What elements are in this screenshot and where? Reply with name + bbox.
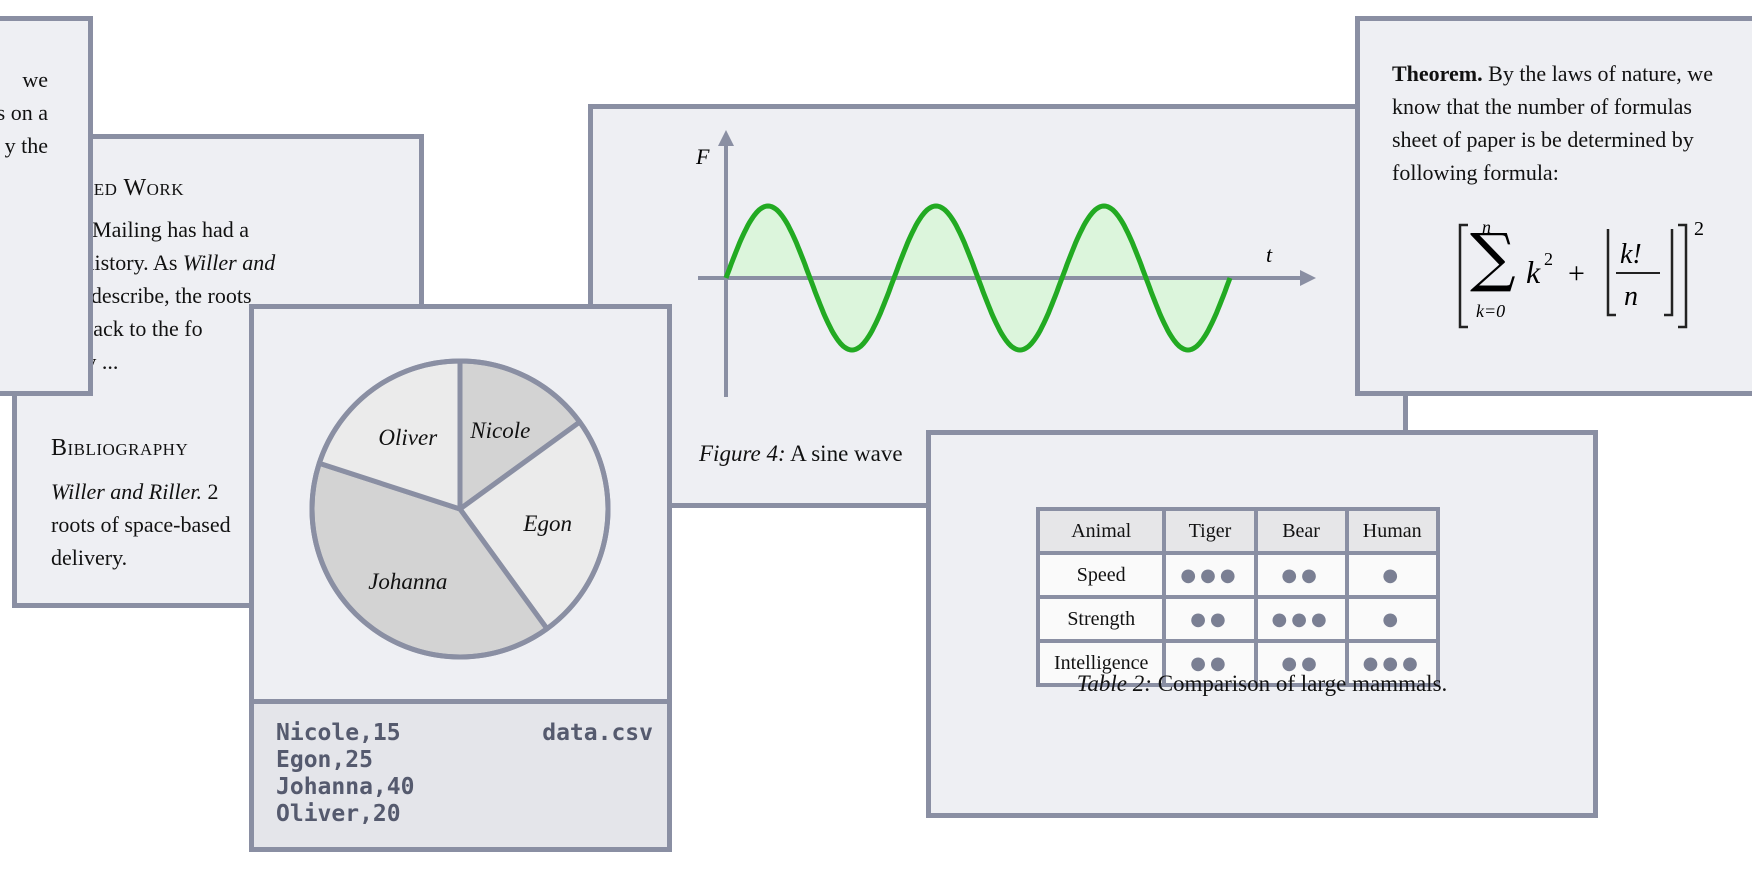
figure-caption: Figure 4: A sine wave [699, 441, 903, 467]
numerator: k! [1620, 239, 1642, 270]
related-work-fragment: Willer and [182, 250, 276, 275]
related-work-line: ce Mailing has had a [67, 217, 249, 243]
clipped-text-card: we s on a y the [0, 16, 93, 396]
table-caption-label: Table 2: [1076, 671, 1152, 696]
related-work-line: er describe, the roots [67, 283, 252, 309]
pie-label: Johanna [368, 569, 447, 594]
k-exponent: 2 [1544, 249, 1553, 269]
rating-dots: ●● [1257, 555, 1345, 595]
bibliography-line: delivery. [51, 545, 127, 571]
rating-dots: ●● [1166, 599, 1254, 639]
figure-caption-text: A sine wave [790, 441, 903, 466]
rating-dots: ●● [1166, 643, 1254, 683]
sine-curve [723, 203, 1233, 353]
csv-filename: data.csv [542, 720, 653, 746]
sum-upper: n [1482, 217, 1491, 237]
sine-plot: F t [695, 130, 1316, 397]
table-header-cell: Bear [1257, 511, 1345, 551]
bibliography-fragment: roots of space-based [51, 512, 231, 537]
theorem-line: By the laws of nature, we [1488, 61, 1713, 86]
theorem-card: Theorem. By the laws of nature, we know … [1355, 16, 1752, 396]
table-row: Intelligence●●●●●●● [1040, 643, 1436, 683]
x-axis-arrow [1300, 270, 1316, 286]
table-caption: Table 2: Comparison of large mammals. [931, 671, 1593, 697]
bibliography-line: roots of space-based [51, 512, 231, 538]
rating-dots: ●●● [1257, 599, 1345, 639]
pie-label: Oliver [378, 425, 438, 450]
rating-dots: ● [1348, 599, 1436, 639]
bibliography-heading: Bibliography [51, 435, 189, 461]
related-work-fragment: describe, the roots [85, 283, 252, 308]
y-axis-label: F [695, 144, 710, 169]
table-caption-text: Comparison of large mammals. [1157, 671, 1448, 696]
clipped-text: we s on a y the [0, 63, 48, 162]
rating-dots: ●● [1257, 643, 1345, 683]
sum-lower: k=0 [1476, 301, 1505, 321]
bibliography-line: Willer and Riller. 2 [51, 479, 218, 505]
clipped-line: y the [4, 133, 48, 158]
theorem-line: know that the number of formulas [1392, 94, 1692, 119]
csv-line: Egon,25 [276, 747, 373, 773]
table-body: Speed●●●●●●Strength●●●●●●Intelligence●●●… [1040, 555, 1436, 683]
rating-dots: ● [1348, 555, 1436, 595]
theorem-label: Theorem. [1392, 61, 1483, 86]
bibliography-fragment: delivery. [51, 545, 128, 570]
clipped-line: we [22, 67, 48, 92]
table-row-label: Strength [1040, 599, 1163, 639]
csv-lines: Nicole,15 Egon,25 Johanna,40 Oliver,20 [276, 720, 414, 828]
table-header-cell: Tiger [1166, 511, 1254, 551]
rating-dots: ●●● [1166, 555, 1254, 595]
k-term: k [1526, 254, 1541, 290]
rating-dots: ●●● [1348, 643, 1436, 683]
related-work-fragment: ce Mailing has had a [67, 217, 250, 242]
table-row: Strength●●●●●● [1040, 599, 1436, 639]
table-row: Speed●●●●●● [1040, 555, 1436, 595]
clipped-line: s on a [0, 100, 48, 125]
theorem-formula: ∑ n k=0 k 2 + k! n 2 [1458, 217, 1704, 329]
bibliography-fragment: 2 [201, 479, 219, 504]
table-header-cell: Human [1348, 511, 1436, 551]
table-row-label: Speed [1040, 555, 1163, 595]
plus-sign: + [1568, 257, 1585, 290]
sum-symbol: ∑ [1470, 221, 1516, 295]
outer-exponent: 2 [1694, 218, 1704, 240]
denominator: n [1624, 281, 1638, 312]
pie-outline [309, 358, 611, 660]
table-row-label: Intelligence [1040, 643, 1163, 683]
figure-caption-label: Figure 4: [699, 441, 786, 466]
csv-panel: data.csv Nicole,15 Egon,25 Johanna,40 Ol… [254, 699, 667, 847]
theorem-text: Theorem. By the laws of nature, we know … [1392, 57, 1713, 189]
bibliography-fragment: Willer and Riller. [51, 479, 202, 504]
table-header-cell: Animal [1040, 511, 1163, 551]
x-axis-label: t [1266, 242, 1273, 267]
theorem-line: sheet of paper is be determined by [1392, 127, 1694, 152]
pie-label: Egon [522, 511, 572, 536]
y-axis-arrow [718, 130, 734, 146]
theorem-line: following formula: [1392, 160, 1559, 185]
csv-line: Oliver,20 [276, 801, 401, 827]
related-work-line: o history. As Willer and [67, 250, 275, 276]
csv-line: Nicole,15 [276, 720, 401, 746]
pie-label: Nicole [469, 418, 530, 443]
csv-line: Johanna,40 [276, 774, 415, 800]
